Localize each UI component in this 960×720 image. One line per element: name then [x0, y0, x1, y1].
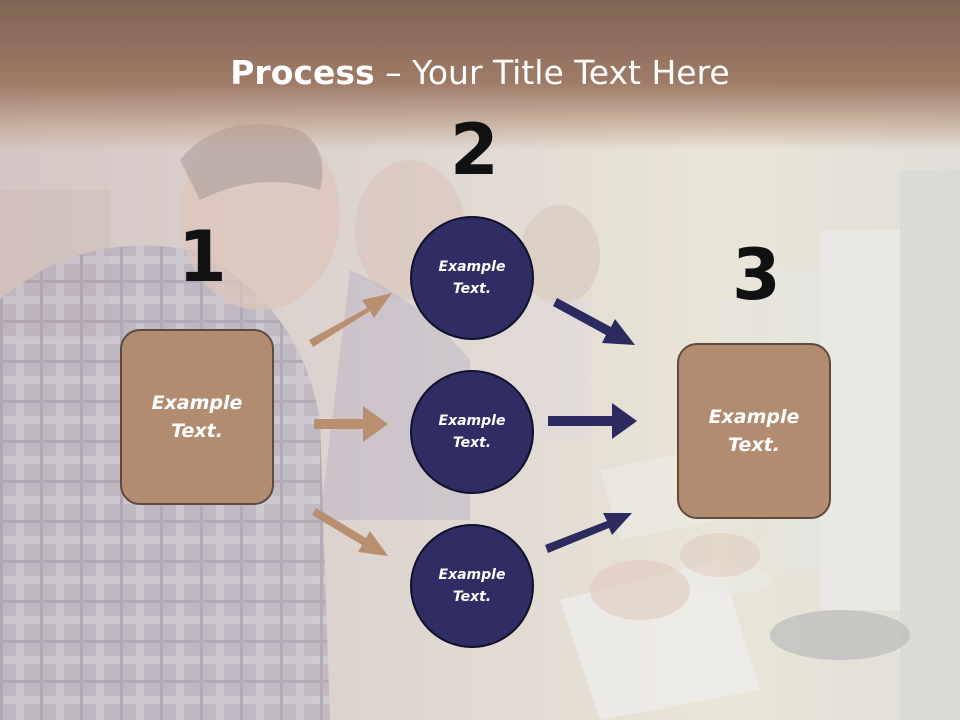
step-circle-2[interactable]: Example Text. [410, 370, 534, 494]
arrow-box1-to-circle1 [309, 293, 392, 347]
circle-2-line2: Text. [452, 435, 492, 451]
slide-title: Process – Your Title Text Here [0, 53, 960, 92]
step-circle-1[interactable]: Example Text. [410, 216, 534, 340]
circle-3-line1: Example [438, 566, 506, 583]
step-box-1-line2: Text. [171, 420, 223, 442]
circle-1-line1: Example [438, 258, 506, 275]
step-box-3[interactable]: Example Text. [677, 343, 831, 519]
title-band [0, 0, 960, 150]
arrow-group-navy [545, 298, 637, 553]
step-box-1-line1: Example [151, 391, 243, 414]
step-box-1[interactable]: Example Text. [120, 329, 274, 505]
step-box-3-line2: Text. [728, 434, 780, 456]
arrow-circle2-to-box3 [548, 403, 637, 439]
arrow-box1-to-circle2 [314, 406, 388, 442]
step-circle-3[interactable]: Example Text. [410, 524, 534, 648]
title-bold: Process [230, 53, 375, 92]
step-number-1: 1 [178, 216, 227, 298]
circle-3-line2: Text. [452, 589, 492, 605]
step-box-3-line1: Example [708, 405, 800, 428]
title-rest: – Your Title Text Here [374, 53, 730, 92]
arrow-group-brown [309, 293, 392, 556]
step-number-3: 3 [732, 234, 781, 316]
arrow-box1-to-circle3 [312, 508, 388, 556]
circle-1-line2: Text. [452, 281, 492, 297]
arrow-circle1-to-box3 [553, 298, 635, 345]
step-number-2: 2 [450, 109, 499, 191]
arrow-circle3-to-box3 [545, 513, 632, 553]
circle-2-line1: Example [438, 412, 506, 429]
